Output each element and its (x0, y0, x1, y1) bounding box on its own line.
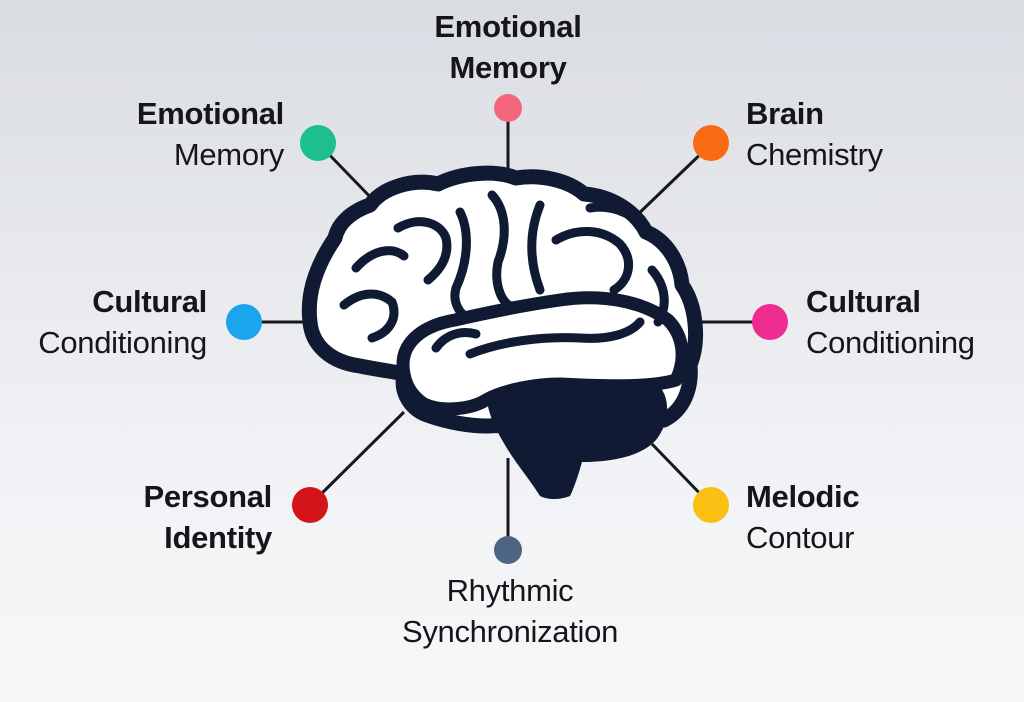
node-dot-bottom (494, 536, 522, 564)
node-dot-top (494, 94, 522, 122)
label-top-right-line1: Brain (746, 96, 824, 131)
node-dot-right (752, 304, 788, 340)
label-bottom-right-line1: Melodic (746, 479, 860, 514)
label-top-left-line2: Memory (173, 137, 284, 172)
label-top-line1: Emotional (434, 9, 582, 44)
node-dot-bottom-left (292, 487, 328, 523)
label-bottom-line1: Rhythmic (446, 573, 574, 608)
label-left: Cultural Conditioning (0, 281, 207, 363)
node-dot-bottom-right (693, 487, 729, 523)
node-dot-top-right (693, 125, 729, 161)
label-left-line1: Cultural (92, 284, 207, 319)
label-right: Cultural Conditioning (806, 281, 1024, 363)
connector-bottom-left (308, 410, 406, 507)
node-dot-left (226, 304, 262, 340)
label-bottom-left-line2: Identity (164, 520, 272, 555)
label-left-line2: Conditioning (38, 325, 207, 360)
brain-icon (301, 165, 704, 499)
label-top-line2: Memory (449, 50, 567, 85)
node-dot-top-left (300, 125, 336, 161)
label-top-left-line1: Emotional (136, 96, 284, 131)
label-bottom-left: Personal Identity (60, 476, 272, 558)
label-right-line2: Conditioning (806, 325, 975, 360)
label-bottom-right-line2: Contour (746, 520, 855, 555)
label-bottom-line2: Synchronization (401, 614, 619, 649)
label-top-right: Brain Chemistry (746, 93, 1006, 175)
label-top: Emotional Memory (398, 6, 618, 88)
label-top-right-line2: Chemistry (746, 137, 883, 172)
label-top-left: Emotional Memory (60, 93, 284, 175)
label-bottom: Rhythmic Synchronization (370, 570, 650, 652)
connector-top-right (630, 143, 712, 222)
label-right-line1: Cultural (806, 284, 921, 319)
label-bottom-right: Melodic Contour (746, 476, 986, 558)
label-bottom-left-line1: Personal (143, 479, 272, 514)
